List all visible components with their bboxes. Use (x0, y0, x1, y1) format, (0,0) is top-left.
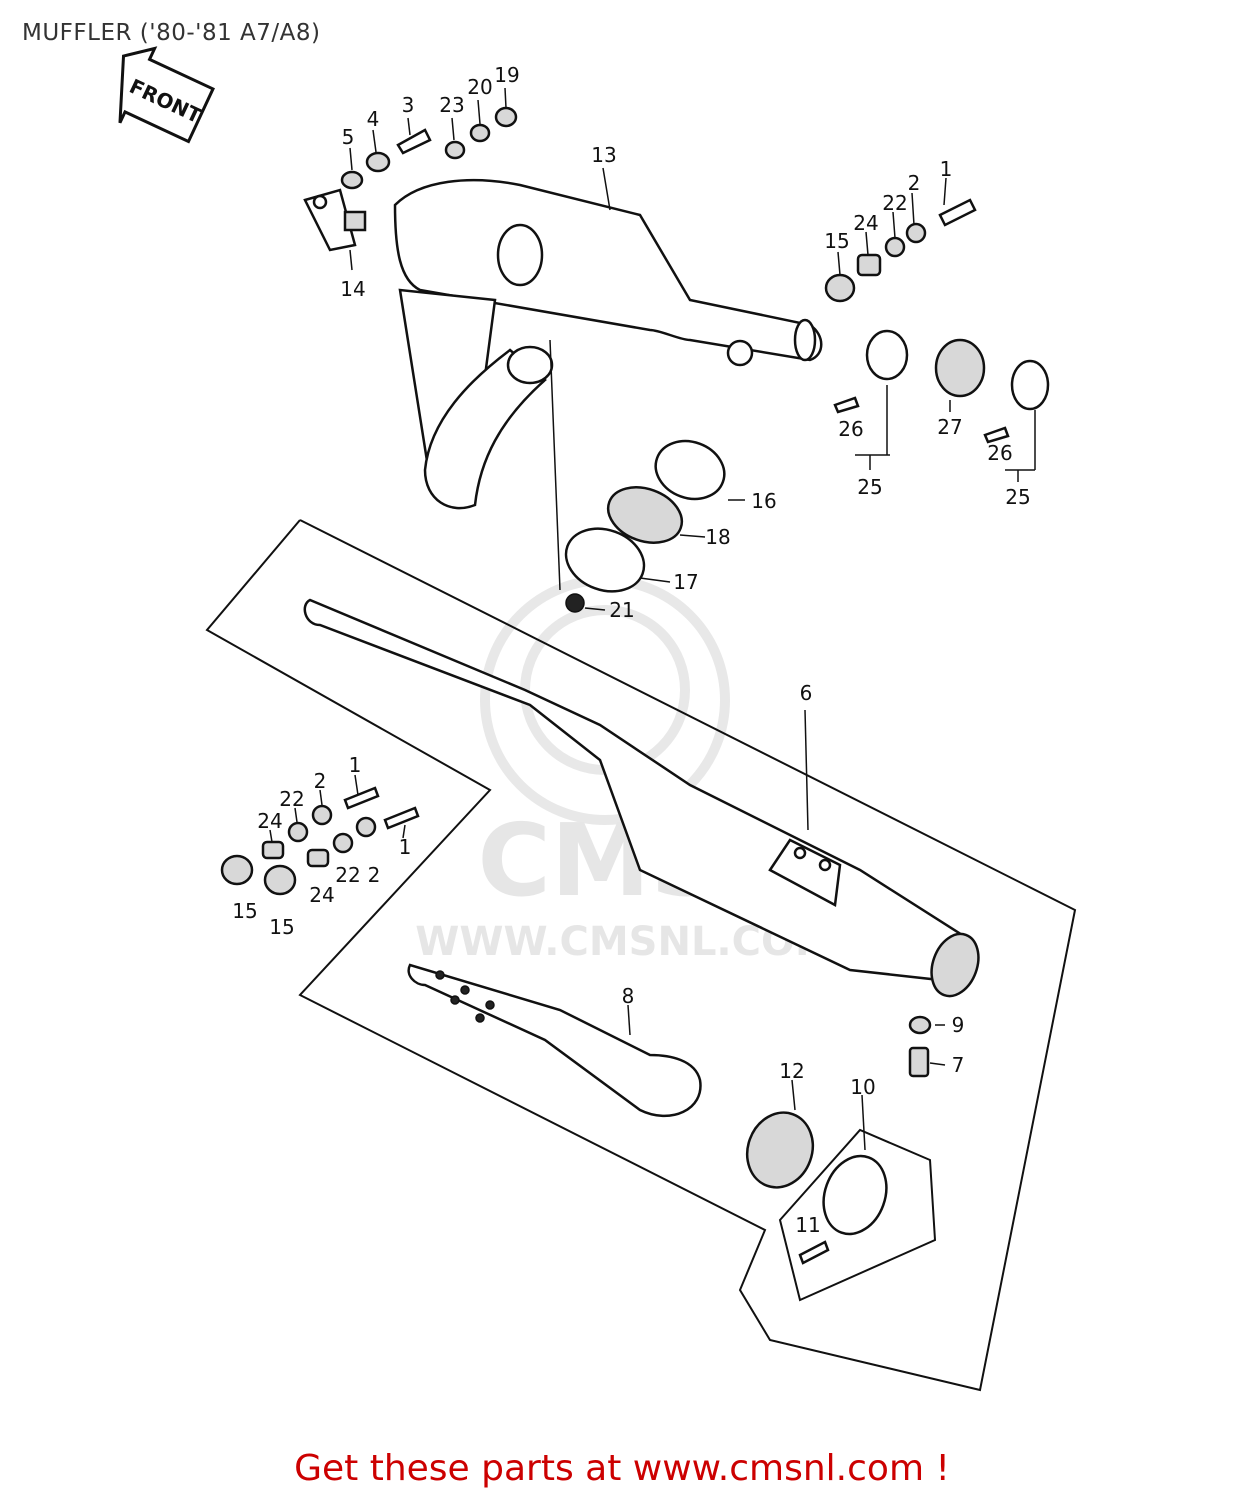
callout-25-left: 25 (857, 475, 882, 499)
callout-15-left-b: 15 (269, 915, 294, 939)
callout-1-left-top: 1 (349, 753, 362, 777)
callout-20: 20 (467, 75, 492, 99)
lower-right-parts (745, 1015, 937, 1302)
leader-lines (269, 87, 1036, 1151)
callout-7: 7 (952, 1053, 965, 1077)
front-direction-arrow: FRONT (118, 46, 215, 144)
callout-11: 11 (795, 1213, 820, 1237)
callout-16: 16 (751, 489, 776, 513)
callout-8: 8 (622, 984, 635, 1008)
callout-24: 24 (853, 211, 878, 235)
spark-arrester-8 (407, 963, 702, 1118)
tailpipe-6 (303, 598, 980, 998)
callout-24-left-top: 24 (257, 809, 282, 833)
bracket-14 (303, 188, 367, 252)
callout-14: 14 (340, 277, 365, 301)
small-parts-top (340, 106, 977, 303)
callout-22: 22 (882, 191, 907, 215)
callout-13: 13 (591, 143, 616, 167)
callout-18: 18 (705, 525, 730, 549)
callout-19: 19 (494, 63, 519, 87)
gasket-parts (564, 439, 726, 613)
callout-1: 1 (940, 157, 953, 181)
callout-5: 5 (342, 125, 355, 149)
callout-12: 12 (779, 1059, 804, 1083)
footer-parts-link[interactable]: Get these parts at www.cmsnl.com ! (294, 1448, 950, 1489)
callout-24-left-bottom: 24 (309, 883, 334, 907)
callout-21: 21 (609, 598, 634, 622)
callout-22-left-bottom: 22 (335, 863, 360, 887)
callout-26-right: 26 (987, 441, 1012, 465)
callout-23: 23 (439, 93, 464, 117)
callout-2-left-bottom: 2 (368, 863, 381, 887)
muffler-body-13 (393, 178, 823, 510)
clamp-joint-parts (833, 329, 1050, 444)
callout-10: 10 (850, 1075, 875, 1099)
callout-26-left: 26 (838, 417, 863, 441)
callout-9: 9 (952, 1013, 965, 1037)
callout-27: 27 (937, 415, 962, 439)
callout-3: 3 (402, 93, 415, 117)
callout-4: 4 (367, 107, 380, 131)
callout-15-left-a: 15 (232, 899, 257, 923)
callout-2-left-top: 2 (314, 769, 327, 793)
small-parts-left (220, 786, 420, 896)
callout-2: 2 (908, 171, 921, 195)
callout-1-left-bottom: 1 (399, 835, 412, 859)
tailpipe-group-outline (205, 519, 1077, 1392)
callout-labels: 1 2 22 24 15 3 4 5 14 23 20 19 13 16 18 … (232, 63, 1030, 1237)
callout-25-right: 25 (1005, 485, 1030, 509)
callout-17: 17 (673, 570, 698, 594)
callout-15: 15 (824, 229, 849, 253)
page-title: MUFFLER ('80-'81 A7/A8) (22, 20, 321, 46)
callout-22-left-top: 22 (279, 787, 304, 811)
callout-6: 6 (800, 681, 813, 705)
